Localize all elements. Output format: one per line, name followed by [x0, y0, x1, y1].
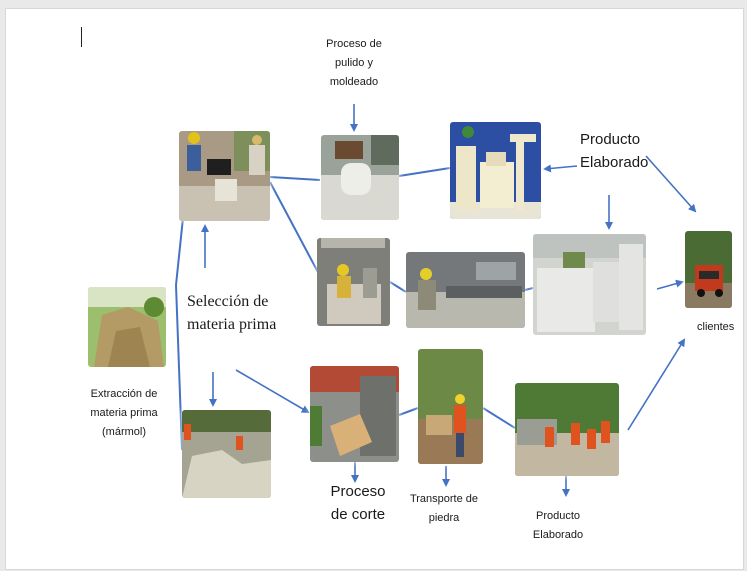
line-workers-machine [269, 181, 321, 277]
label-clientes: clientes [697, 321, 735, 333]
photo-quarry-workers [182, 410, 271, 498]
label-transporte: Transporte de piedra [409, 493, 479, 524]
photo-machine-cutting [317, 238, 390, 326]
line-extraction-down [175, 284, 183, 451]
photo-transport [418, 349, 483, 464]
label-producto-elaborado-bottom: Producto Elaborado [532, 510, 584, 541]
label-seleccion-materia-prima: Selección de materia prima [187, 293, 277, 333]
text-cursor [81, 27, 82, 47]
photo-truck [685, 231, 732, 308]
arrow-selection-cut [235, 369, 310, 414]
label-extraccion: Extracción de materia prima (mármol) [90, 388, 158, 438]
line-workers-polish [269, 176, 321, 181]
arrow-slabs-clientes [656, 279, 684, 290]
photo-workers-quarry [179, 131, 270, 221]
line-workshop-slabs [524, 287, 534, 291]
label-proceso-corte: Proceso de corte [330, 483, 386, 523]
label-producto-elaborado-top: Producto Elaborado [580, 131, 649, 171]
photo-marble-products [450, 122, 541, 219]
photo-polishing [321, 135, 399, 220]
label-proceso-pulido: Proceso de pulido y moldeado [326, 38, 382, 88]
photo-cutting-saw [310, 366, 399, 462]
arrow-yard-clientes [627, 338, 686, 431]
photo-quarry-hill [88, 287, 166, 367]
photo-marble-slabs [533, 234, 646, 335]
line-transport-yard [482, 407, 516, 429]
arrow-producto-clientes [645, 155, 697, 213]
line-machine-workshop [389, 281, 407, 293]
photo-yard [515, 383, 619, 476]
photo-workshop [406, 252, 525, 328]
line-cut-transport [398, 407, 419, 416]
arrow-into-products [543, 164, 578, 173]
line-polish-products [398, 167, 451, 177]
